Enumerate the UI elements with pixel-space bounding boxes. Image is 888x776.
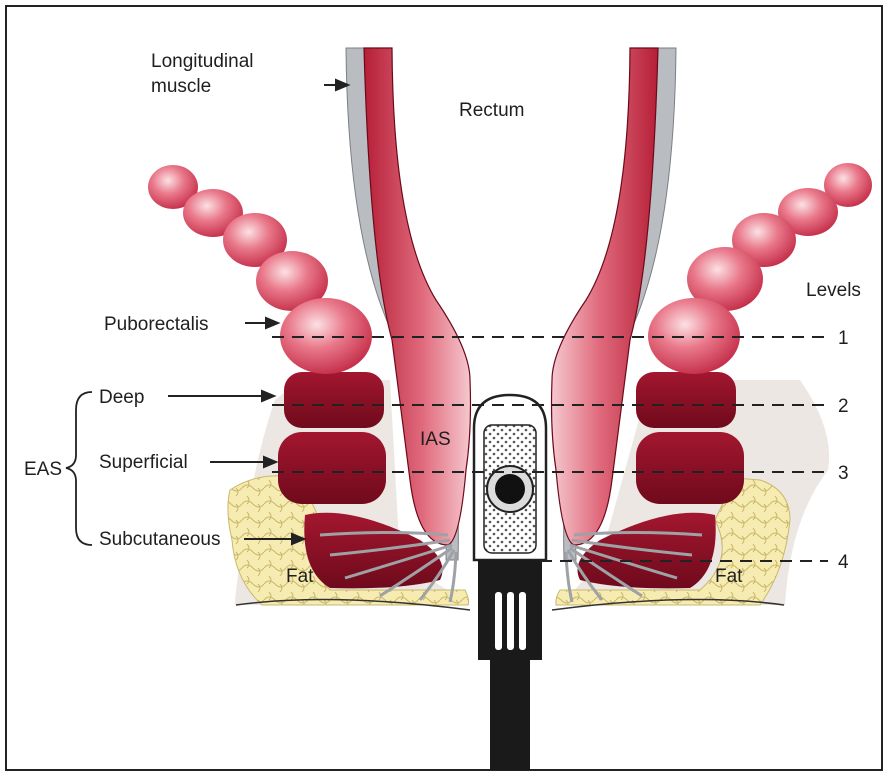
probe-grip-slot-1 <box>495 592 502 650</box>
probe-transducer <box>495 474 525 504</box>
longitudinal-muscle-label-line2: muscle <box>151 76 211 97</box>
deep-label: Deep <box>99 387 144 408</box>
superficial-eas-left <box>278 432 386 504</box>
rectum-label: Rectum <box>459 100 524 121</box>
probe-grip-slot-3 <box>519 592 526 650</box>
probe-handle <box>490 660 530 770</box>
subcutaneous-label: Subcutaneous <box>99 529 221 550</box>
level-number-2: 2 <box>838 396 849 417</box>
eas-label: EAS <box>24 459 62 480</box>
ias-label: IAS <box>420 429 451 450</box>
probe-grip-slot-2 <box>507 592 514 650</box>
fat-label-right: Fat <box>715 566 743 587</box>
superficial-label: Superficial <box>99 452 188 473</box>
deep-eas-left <box>284 372 384 428</box>
fat-label-left: Fat <box>286 566 314 587</box>
superficial-eas-right <box>636 432 744 504</box>
level-number-3: 3 <box>838 463 849 484</box>
puborectalis-label: Puborectalis <box>104 314 209 335</box>
level-number-1: 1 <box>838 328 849 349</box>
deep-eas-right <box>636 372 736 428</box>
level-number-4: 4 <box>838 552 849 573</box>
longitudinal-muscle-label-line1: Longitudinal <box>151 51 253 72</box>
levels-heading: Levels <box>806 280 861 301</box>
